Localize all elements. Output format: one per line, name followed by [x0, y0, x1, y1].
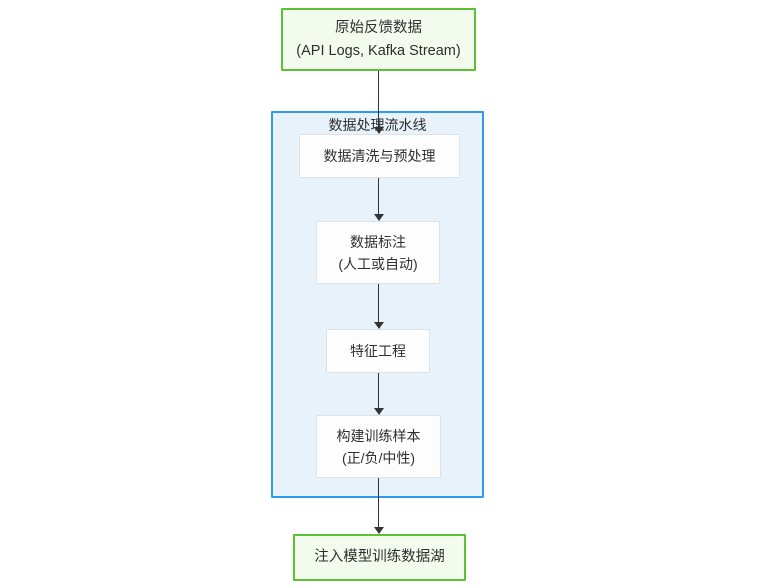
arrowhead-down-icon [373, 127, 384, 134]
node-data-labeling-line2: (人工或自动) [338, 255, 418, 272]
node-training-samples-line2: (正/负/中性) [341, 449, 416, 466]
node-training-samples-line1: 构建训练样本 [336, 427, 421, 444]
node-data-cleaning-label: 数据清洗与预处理 [323, 148, 436, 164]
subgraph-title: 数据处理流水线 [273, 115, 482, 135]
node-raw-feedback-data: 原始反馈数据 (API Logs, Kafka Stream) [281, 8, 476, 71]
arrowhead-down-icon [373, 527, 384, 534]
arrow-shaft [378, 478, 379, 528]
arrowhead-down-icon [373, 322, 384, 329]
node-training-samples: 构建训练样本 (正/负/中性) [316, 415, 441, 478]
arrowhead-down-icon [373, 408, 384, 415]
arrow-cleaning-to-labeling [373, 178, 384, 221]
arrow-source-to-cleaning [373, 71, 384, 134]
arrow-shaft [378, 284, 379, 323]
node-data-cleaning: 数据清洗与预处理 [299, 134, 460, 178]
arrow-shaft [378, 71, 379, 128]
node-raw-feedback-data-line2: (API Logs, Kafka Stream) [296, 42, 461, 59]
node-data-labeling: 数据标注 (人工或自动) [316, 221, 440, 284]
arrowhead-down-icon [373, 214, 384, 221]
arrow-shaft [378, 178, 379, 215]
node-raw-feedback-data-line1: 原始反馈数据 [335, 19, 422, 36]
arrow-samples-to-datalake [373, 478, 384, 534]
node-training-data-lake-label: 注入模型训练数据湖 [314, 549, 445, 565]
node-data-labeling-line1: 数据标注 [350, 233, 406, 250]
arrow-feature-to-samples [373, 373, 384, 415]
arrow-shaft [378, 373, 379, 409]
node-feature-engineering: 特征工程 [326, 329, 430, 373]
arrow-labeling-to-feature [373, 284, 384, 329]
node-feature-engineering-label: 特征工程 [350, 343, 406, 359]
node-training-data-lake: 注入模型训练数据湖 [293, 534, 466, 581]
